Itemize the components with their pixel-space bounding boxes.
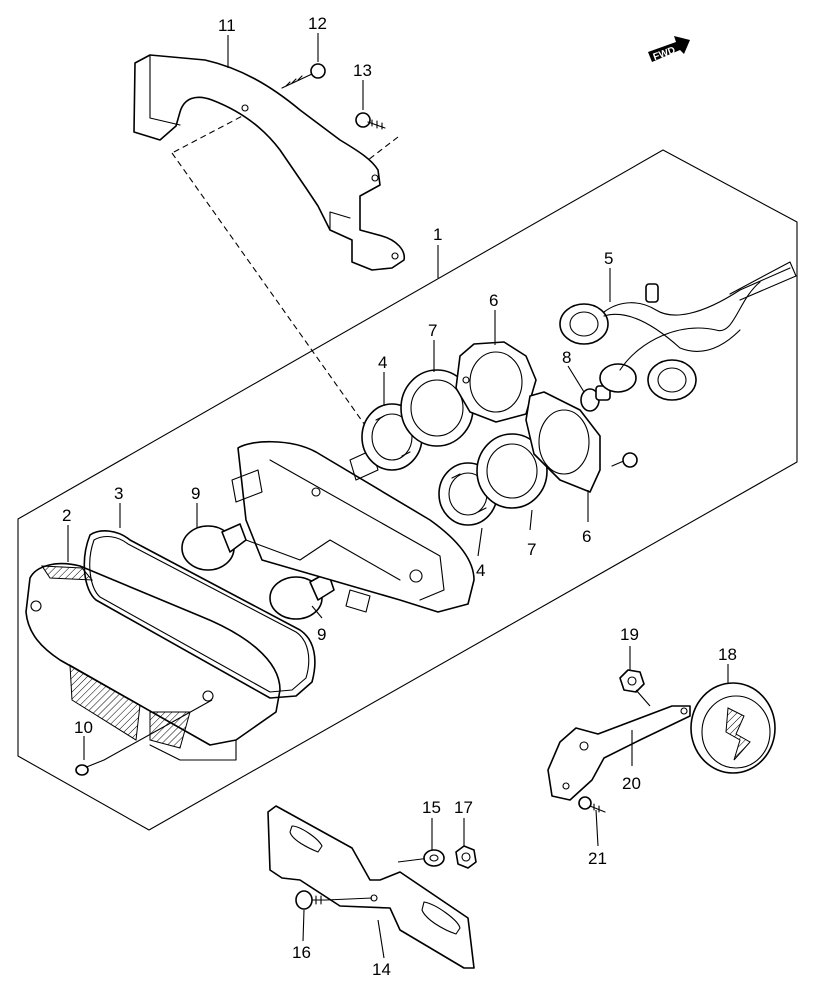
callout-10: 10 bbox=[74, 718, 93, 737]
gasket-part-6a bbox=[455, 341, 537, 423]
callout-8: 8 bbox=[562, 348, 571, 367]
callout-18: 18 bbox=[718, 645, 737, 664]
screw-part-13 bbox=[355, 112, 386, 130]
callout-20: 20 bbox=[622, 774, 641, 793]
callout-1: 1 bbox=[433, 225, 442, 244]
bulb-part-9a bbox=[181, 523, 247, 571]
callout-3: 3 bbox=[114, 484, 123, 503]
gasket-part-3 bbox=[83, 530, 316, 699]
callout-9a: 9 bbox=[191, 484, 200, 503]
callout-12: 12 bbox=[308, 14, 327, 33]
callout-17: 17 bbox=[454, 798, 473, 817]
bracket-part-11 bbox=[133, 54, 406, 271]
fwd-arrow-icon: FWD bbox=[648, 36, 690, 63]
screw-part-21 bbox=[578, 796, 606, 813]
reflector-part-18 bbox=[690, 682, 776, 774]
harness-part-5 bbox=[559, 261, 797, 401]
callout-9b: 9 bbox=[317, 625, 326, 644]
nut-part-17 bbox=[455, 845, 477, 869]
callout-11: 11 bbox=[218, 16, 236, 35]
callout-2: 2 bbox=[62, 506, 71, 525]
lamp-body bbox=[231, 440, 475, 613]
callout-7b: 7 bbox=[527, 540, 536, 559]
callout-4b: 4 bbox=[476, 561, 485, 580]
nut-part-19 bbox=[619, 669, 645, 693]
leader-lines bbox=[67, 33, 729, 959]
callout-21: 21 bbox=[588, 849, 607, 868]
callout-4a: 4 bbox=[378, 353, 387, 372]
screw-part-12 bbox=[281, 63, 326, 89]
bulb-part-9b bbox=[269, 571, 335, 620]
callout-6a: 6 bbox=[489, 291, 498, 310]
callout-13: 13 bbox=[353, 61, 372, 80]
lens-housing-part-2 bbox=[25, 562, 281, 761]
screw-part-gasket bbox=[611, 452, 638, 468]
callout-6b: 6 bbox=[582, 527, 591, 546]
gasket-part-6b bbox=[525, 391, 601, 493]
screw-part-10 bbox=[75, 699, 213, 776]
callout-14: 14 bbox=[372, 960, 391, 979]
ring-part-7b bbox=[476, 433, 548, 509]
callout-5: 5 bbox=[604, 249, 613, 268]
callout-16: 16 bbox=[292, 943, 311, 962]
bulb-part-8 bbox=[580, 385, 611, 412]
washer-part-15 bbox=[423, 849, 445, 867]
alignment-line bbox=[171, 111, 251, 154]
alignment-line bbox=[367, 136, 399, 161]
callout-7a: 7 bbox=[428, 321, 437, 340]
reflector-bracket-part-20 bbox=[547, 689, 691, 801]
alignment-line bbox=[171, 152, 373, 436]
fwd-label: FWD bbox=[652, 45, 677, 63]
callout-19: 19 bbox=[620, 625, 639, 644]
assembly-boundary bbox=[17, 149, 798, 831]
callout-15: 15 bbox=[422, 798, 441, 817]
screw-part-16 bbox=[295, 890, 373, 910]
callout-labels: 11 12 13 1 5 6 7 8 4 9 3 2 9 4 7 6 10 19… bbox=[62, 14, 737, 979]
